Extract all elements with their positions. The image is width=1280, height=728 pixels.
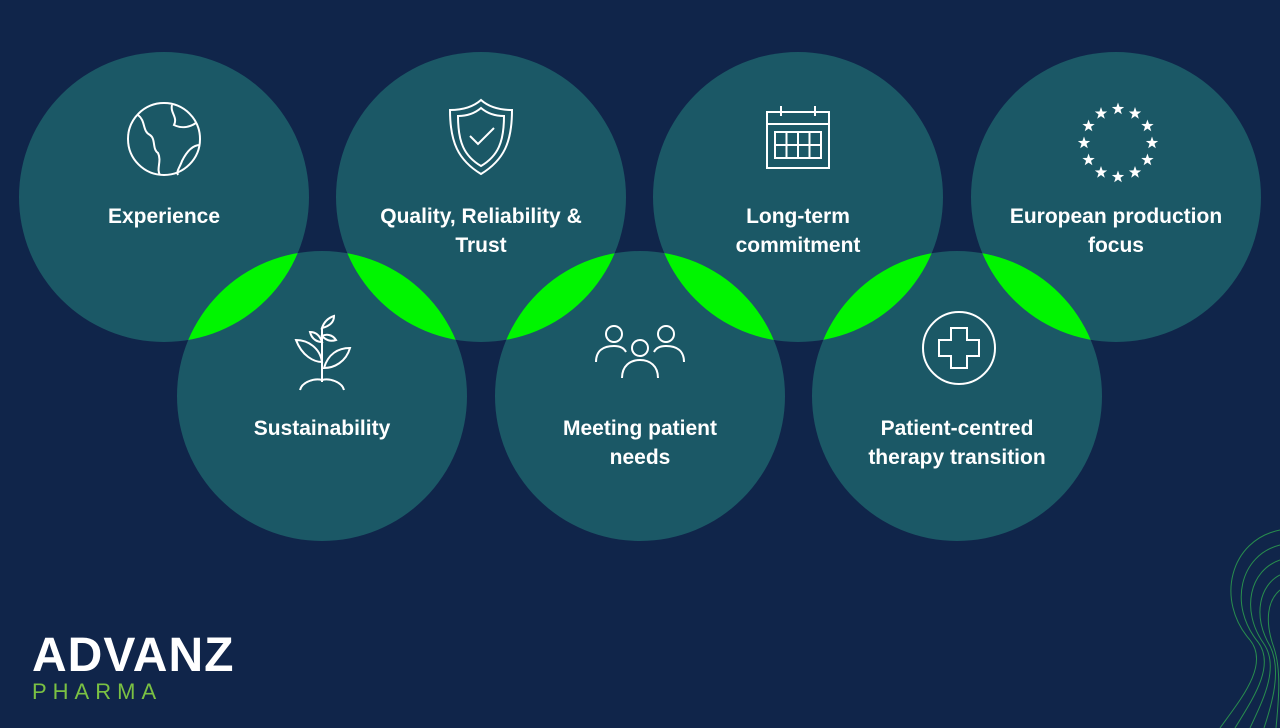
star-icon (1077, 136, 1091, 149)
label-therapy-transition: Patient-centred therapy transition (868, 417, 1046, 469)
star-icon (1141, 153, 1154, 166)
globe-icon (127, 102, 201, 176)
advanz-pharma-logo: ADVANZ PHARMA (32, 632, 234, 704)
label-commitment: Long-term commitment (735, 205, 861, 257)
medical-cross-icon (922, 311, 996, 385)
star-icon (1082, 153, 1095, 166)
contour-lines-decoration (1219, 529, 1280, 728)
logo-word: ADVANZ (32, 629, 235, 682)
label-experience: Experience (107, 205, 221, 228)
star-icon (1082, 119, 1095, 132)
eu-stars-icon (1077, 102, 1159, 183)
circle-commitment (653, 52, 943, 342)
plant-icon (294, 314, 352, 391)
star-icon (1094, 107, 1108, 119)
logo-sub: PHARMA (32, 679, 163, 704)
star-icon (1111, 170, 1125, 183)
circle-sustainability (177, 251, 467, 541)
circle-european (971, 52, 1261, 342)
label-patient-needs: Meeting patient needs (562, 417, 717, 469)
circle-quality (336, 52, 626, 342)
circle-patient-needs (495, 251, 785, 541)
star-icon (1094, 165, 1108, 178)
star-icon (1145, 136, 1159, 149)
star-icon (1128, 107, 1142, 119)
label-quality: Quality, Reliability & Trust (380, 205, 582, 257)
label-sustainability: Sustainability (253, 417, 391, 440)
circle-experience (19, 52, 309, 342)
star-icon (1141, 119, 1154, 132)
shield-check-icon (448, 98, 514, 176)
calendar-icon (766, 106, 830, 169)
star-icon (1128, 165, 1142, 178)
circle-therapy-transition (812, 251, 1102, 541)
star-icon (1111, 102, 1125, 115)
label-european: European production focus (1009, 205, 1223, 257)
people-icon (595, 325, 685, 379)
